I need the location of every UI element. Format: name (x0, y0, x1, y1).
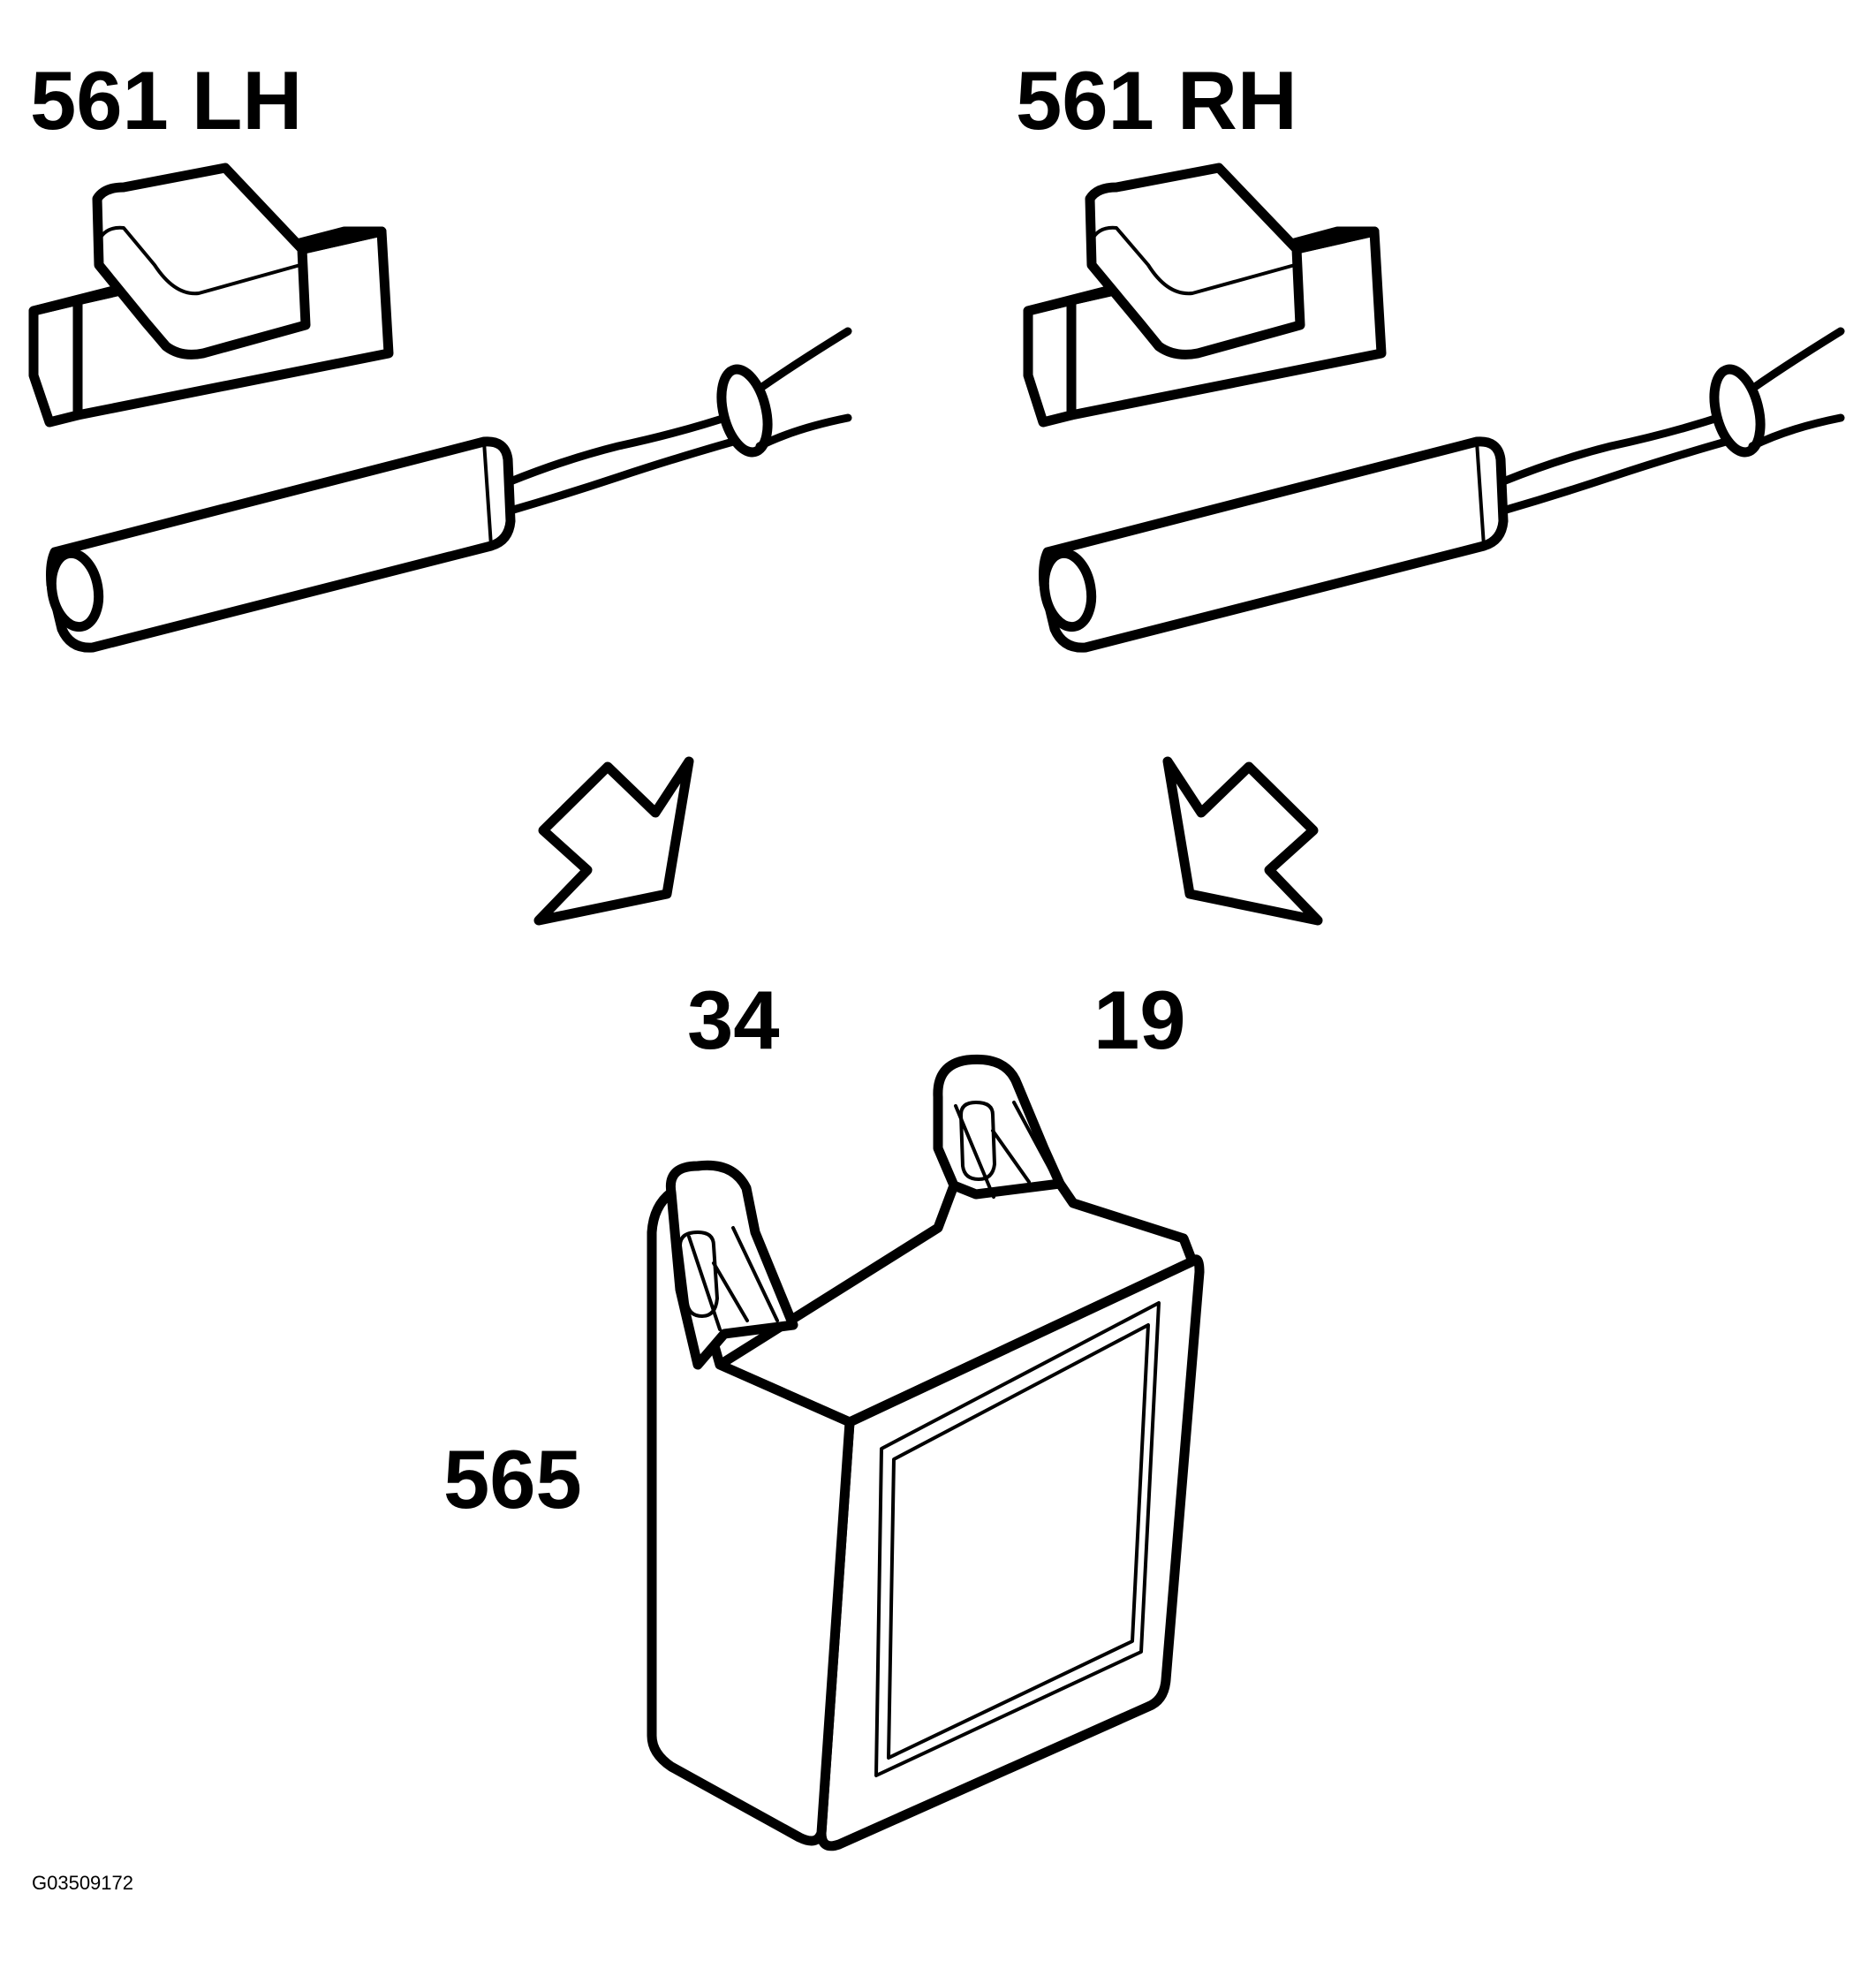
right-sensor-body (1039, 436, 1509, 653)
right-sensor-label: 561 RH (1016, 54, 1297, 147)
right-connector (1023, 163, 1387, 428)
left-sensor-assembly (28, 163, 852, 653)
left-sensor-body (46, 436, 516, 653)
right-sensor-cable (1499, 327, 1845, 515)
left-sensor-label: 561 LH (30, 54, 303, 147)
module-565 (647, 1054, 1205, 1851)
left-sensor-cable (506, 327, 852, 515)
right-arrow (1162, 756, 1323, 926)
left-connector (28, 163, 394, 428)
module-label: 565 (443, 1433, 582, 1526)
right-sensor-assembly (1023, 163, 1845, 653)
right-pin-label: 19 (1093, 973, 1186, 1066)
left-arrow (533, 756, 694, 926)
left-pin-label: 34 (687, 973, 780, 1066)
figure-code: G03509172 (32, 1872, 133, 1894)
